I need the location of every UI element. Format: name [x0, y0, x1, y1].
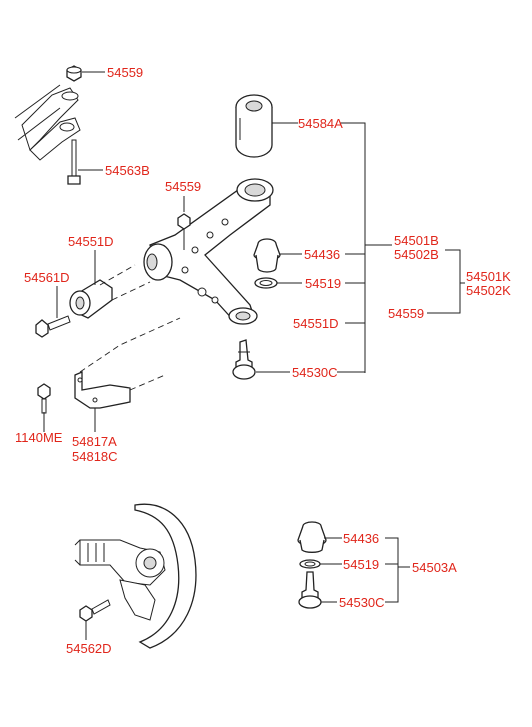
bolt-54561D: [35, 315, 71, 338]
label-54502K: 54502K: [466, 283, 511, 298]
washer-54519-lower: [299, 559, 321, 569]
label-54436-upper: 54436: [304, 247, 340, 262]
label-54562D: 54562D: [66, 641, 112, 656]
nut-54559-top: [66, 65, 82, 82]
label-54502B: 54502B: [394, 247, 439, 262]
label-54519-upper: 54519: [305, 276, 341, 291]
label-1140ME: 1140ME: [15, 430, 63, 445]
bushing-54584A: [235, 94, 273, 158]
part-labels: 54559 54563B 54584A 54559 54551D 54436 5…: [15, 65, 511, 656]
subframe-bracket: [14, 84, 81, 161]
hub-knuckle-assembly: [74, 503, 197, 649]
bolt-54562D: [79, 599, 111, 622]
label-54503A: 54503A: [412, 560, 457, 575]
bolt-1140ME: [37, 383, 51, 414]
label-54559-top: 54559: [107, 65, 143, 80]
bush-54436-upper: [253, 238, 281, 273]
washer-54519-upper: [254, 277, 278, 289]
label-54501K: 54501K: [466, 269, 511, 284]
label-54530C-lower: 54530C: [339, 595, 385, 610]
label-54519-lower: 54519: [343, 557, 379, 572]
bush-54436-lower: [297, 521, 327, 553]
bolt-54563B: [67, 139, 81, 185]
label-54436-lower: 54436: [343, 531, 379, 546]
label-54561D: 54561D: [24, 270, 70, 285]
balljoint-54530C-upper: [232, 339, 256, 380]
balljoint-54530C-lower: [298, 571, 322, 609]
label-54584A: 54584A: [298, 116, 343, 131]
label-54818C: 54818C: [72, 449, 118, 464]
bracket-54817A: [74, 317, 181, 409]
label-54551D-right: 54551D: [293, 316, 339, 331]
bushing-54551D: [69, 264, 151, 319]
label-54530C-upper: 54530C: [292, 365, 338, 380]
label-54559-mid: 54559: [165, 179, 201, 194]
label-54551D-left: 54551D: [68, 234, 114, 249]
leader-lines: [43, 71, 465, 640]
nut-54559-mid: [177, 213, 191, 250]
lower-control-arm: [143, 178, 274, 325]
label-54817A: 54817A: [72, 434, 117, 449]
label-54559-right: 54559: [388, 306, 424, 321]
label-54563B: 54563B: [105, 163, 150, 178]
label-54501B: 54501B: [394, 233, 439, 248]
